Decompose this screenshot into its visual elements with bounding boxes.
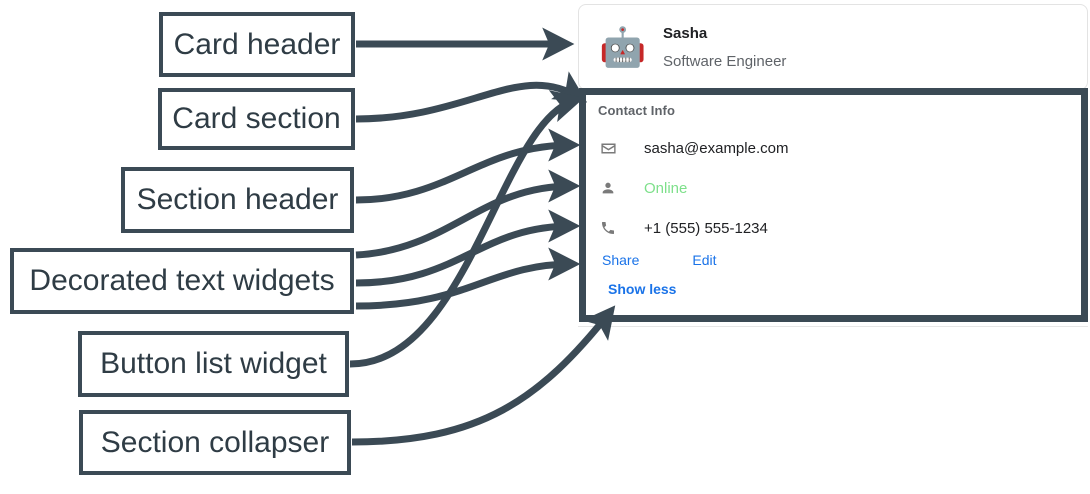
arrow-decorated-text-3 <box>355 247 581 310</box>
arrow-card-section <box>355 71 588 123</box>
annotation-card-section: Card section <box>158 88 355 150</box>
edit-button[interactable]: Edit <box>692 252 717 268</box>
robot-avatar-icon: 🤖 <box>599 27 647 69</box>
card-header-subtitle: Software Engineer <box>663 52 787 70</box>
section-header-label: Contact Info <box>598 103 676 118</box>
arrow-decorated-text-1 <box>355 169 581 259</box>
phone-value: +1 (555) 555-1234 <box>644 219 768 237</box>
card-header-title: Sasha <box>663 25 708 42</box>
arrow-section-collapser <box>351 305 616 446</box>
annotation-decorated-text-label: Decorated text widgets <box>29 264 335 297</box>
person-icon <box>598 178 618 198</box>
phone-icon <box>598 218 618 238</box>
decorated-text-widget-email: sasha@example.com <box>598 138 788 158</box>
decorated-text-widget-phone: +1 (555) 555-1234 <box>598 218 768 238</box>
email-value: sasha@example.com <box>644 139 789 157</box>
mail-icon <box>598 138 618 158</box>
card-header-text: Sasha Software Engineer <box>663 23 786 73</box>
status-value: Online <box>644 179 688 197</box>
annotation-card-header: Card header <box>159 12 355 77</box>
arrow-button-list <box>349 90 585 368</box>
card-section: Contact Info sasha@example.com Online <box>578 90 1088 318</box>
annotation-button-list: Button list widget <box>78 331 349 397</box>
section-collapser-button[interactable]: Show less <box>608 281 677 297</box>
annotation-card-section-label: Card section <box>172 102 341 135</box>
profile-card: 🤖 Sasha Software Engineer <box>578 4 1088 90</box>
card-header: 🤖 Sasha Software Engineer <box>579 5 1087 91</box>
annotation-section-collapser-label: Section collapser <box>100 425 330 459</box>
share-button[interactable]: Share <box>602 252 640 268</box>
decorated-text-widget-status: Online <box>598 178 687 198</box>
annotation-section-header-label: Section header <box>136 183 339 216</box>
arrow-section-header <box>355 128 581 204</box>
button-list-widget: Share Edit <box>602 252 716 268</box>
annotation-decorated-text: Decorated text widgets <box>10 248 354 314</box>
annotation-card-header-label: Card header <box>173 27 341 61</box>
annotation-section-collapser: Section collapser <box>79 410 351 475</box>
annotation-button-list-label: Button list widget <box>100 347 327 380</box>
card-bottom-divider <box>578 326 1088 327</box>
annotation-section-header: Section header <box>121 167 354 233</box>
